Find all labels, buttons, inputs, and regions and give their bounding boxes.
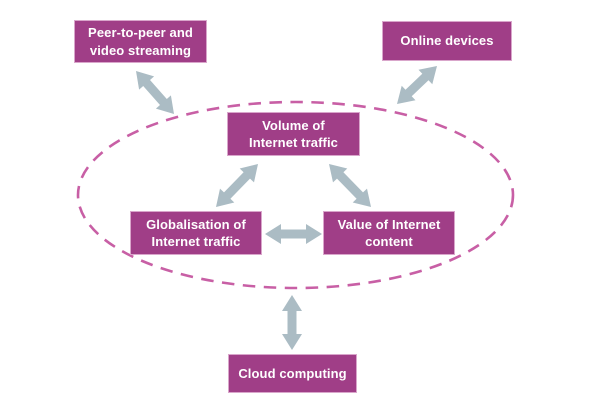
node-value-of-internet-content: Value of Internet content	[323, 211, 455, 255]
node-cloud-computing: Cloud computing	[228, 354, 357, 393]
node-globalisation-of-internet-traffic: Globalisation of Internet traffic	[130, 211, 262, 255]
arrow-globalisation-value	[265, 224, 322, 244]
arrow-peer-to-loop	[136, 71, 174, 114]
arrow-loop-cloud	[282, 295, 302, 350]
node-volume-of-internet-traffic: Volume of Internet traffic	[227, 112, 360, 156]
arrow-volume-globalisation	[216, 164, 258, 207]
arrow-volume-value	[329, 164, 371, 207]
node-peer-to-peer-video-streaming: Peer-to-peer and video streaming	[74, 20, 207, 63]
core-loop-dashed-ellipse	[76, 100, 515, 290]
arrow-online-to-loop	[397, 66, 437, 104]
node-online-devices: Online devices	[382, 21, 512, 61]
